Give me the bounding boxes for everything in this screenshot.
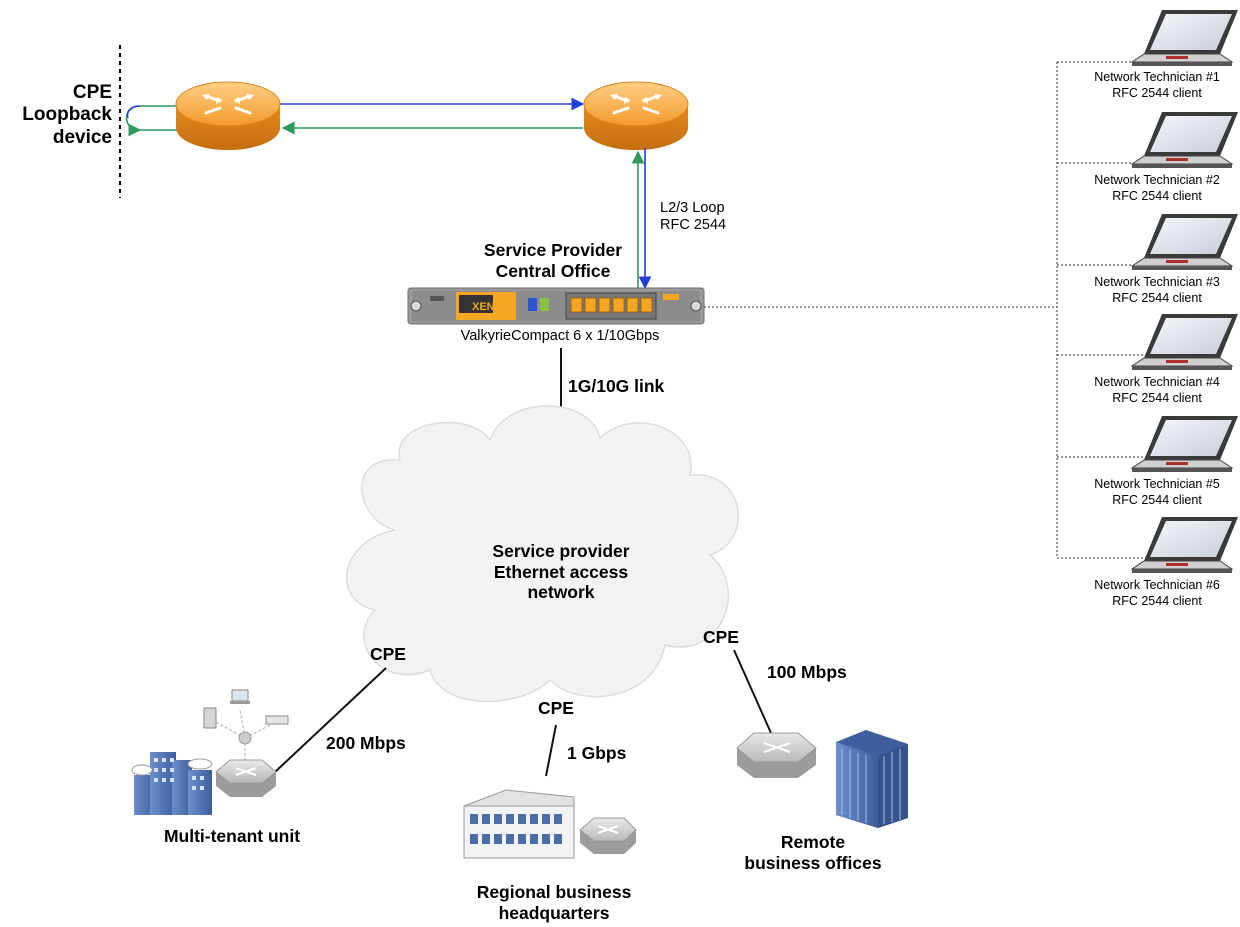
tester-model-label: ValkyrieCompact 6 x 1/10Gbps [460, 328, 660, 344]
site-link-regional-hq [545, 724, 557, 777]
cpe-loopback-line2: Loopback [22, 104, 112, 126]
technician-role: RFC 2544 client [1112, 85, 1202, 100]
technician-label: Network Technician #1 RFC 2544 client [1082, 70, 1232, 102]
speed-label-multi-tenant: 200 Mbps [326, 733, 406, 753]
loopback-in-line [126, 105, 141, 119]
cloud-label: Service provider Ethernet access network [492, 541, 629, 603]
site-link-multi-tenant [274, 667, 387, 773]
technician-label: Network Technician #6 RFC 2544 client [1082, 578, 1232, 610]
loop-label: L2/3 Loop RFC 2544 [660, 200, 726, 234]
central-office-label: Service Provider Central Office [484, 240, 622, 281]
router-icon [175, 81, 281, 150]
cpe-loopback-label: CPE Loopback device [20, 82, 112, 149]
technician-label: Network Technician #2 RFC 2544 client [1082, 173, 1232, 205]
technician-role: RFC 2544 client [1112, 290, 1202, 305]
technician-name: Network Technician #6 [1094, 578, 1220, 592]
cpe-loopback-line1: CPE [72, 82, 112, 103]
cpe-label-regional-hq: CPE [538, 698, 574, 718]
laptop-icon [1130, 314, 1238, 370]
switch-icon [736, 732, 817, 778]
laptop-icon [1130, 214, 1238, 270]
speed-label-regional-hq: 1 Gbps [567, 743, 627, 763]
site-name-remote-offices-line2: business offices [744, 852, 882, 873]
switch-icon [215, 759, 277, 797]
cloud-label-line3: network [527, 582, 595, 603]
technician-label: Network Technician #4 RFC 2544 client [1082, 375, 1232, 407]
technician-label: Network Technician #3 RFC 2544 client [1082, 275, 1232, 307]
speed-label-remote-offices: 100 Mbps [767, 662, 847, 682]
site-name-remote-offices-line1: Remote [780, 832, 846, 852]
cloud-label-line1: Service provider [492, 541, 630, 561]
laptop-icon [1130, 112, 1238, 168]
technician-name: Network Technician #3 [1094, 275, 1220, 289]
technician-name: Network Technician #4 [1094, 375, 1220, 389]
loop-label-line1: L2/3 Loop [660, 200, 725, 216]
loopback-arrow [125, 105, 178, 137]
laptop-icon [1130, 517, 1238, 573]
technician-name: Network Technician #1 [1094, 70, 1220, 84]
laptop-icon [1130, 10, 1238, 66]
technician-bus [704, 61, 1147, 559]
switch-icon [579, 817, 637, 854]
site-name-remote-offices: Remote business offices [744, 832, 881, 873]
cpe-label-multi-tenant: CPE [370, 644, 406, 664]
cpe-loopback-line3: device [52, 126, 112, 148]
office-building-icon [463, 789, 575, 859]
technician-name: Network Technician #5 [1094, 477, 1220, 491]
cpe-label-remote-offices: CPE [703, 627, 739, 647]
technician-role: RFC 2544 client [1112, 593, 1202, 608]
central-office-line1: Service Provider [483, 240, 623, 260]
network-cloud-icon [346, 405, 740, 703]
loop-label-line2: RFC 2544 [660, 217, 727, 234]
cloud-label-line2: Ethernet access [493, 561, 629, 582]
xena-logo: XENA [472, 301, 503, 313]
site-name-regional-hq-line1: Regional business [476, 882, 632, 902]
technician-role: RFC 2544 client [1112, 390, 1202, 405]
city-buildings-icon [131, 689, 289, 815]
site-name-multi-tenant: Multi-tenant unit [163, 826, 301, 846]
technician-label: Network Technician #5 RFC 2544 client [1082, 477, 1232, 509]
router-icon [583, 81, 689, 150]
site-name-regional-hq-line2: headquarters [498, 902, 610, 923]
office-building-icon [836, 730, 908, 828]
laptop-icon [1130, 416, 1238, 472]
technician-name: Network Technician #2 [1094, 173, 1220, 187]
site-link-remote-offices [733, 649, 772, 734]
central-office-line2: Central Office [495, 260, 611, 281]
site-name-regional-hq: Regional business headquarters [477, 882, 632, 923]
technician-role: RFC 2544 client [1112, 188, 1202, 203]
tester-chassis-icon: XENA [407, 287, 705, 325]
uplink-label: 1G/10G link [568, 376, 665, 396]
technician-role: RFC 2544 client [1112, 492, 1202, 507]
